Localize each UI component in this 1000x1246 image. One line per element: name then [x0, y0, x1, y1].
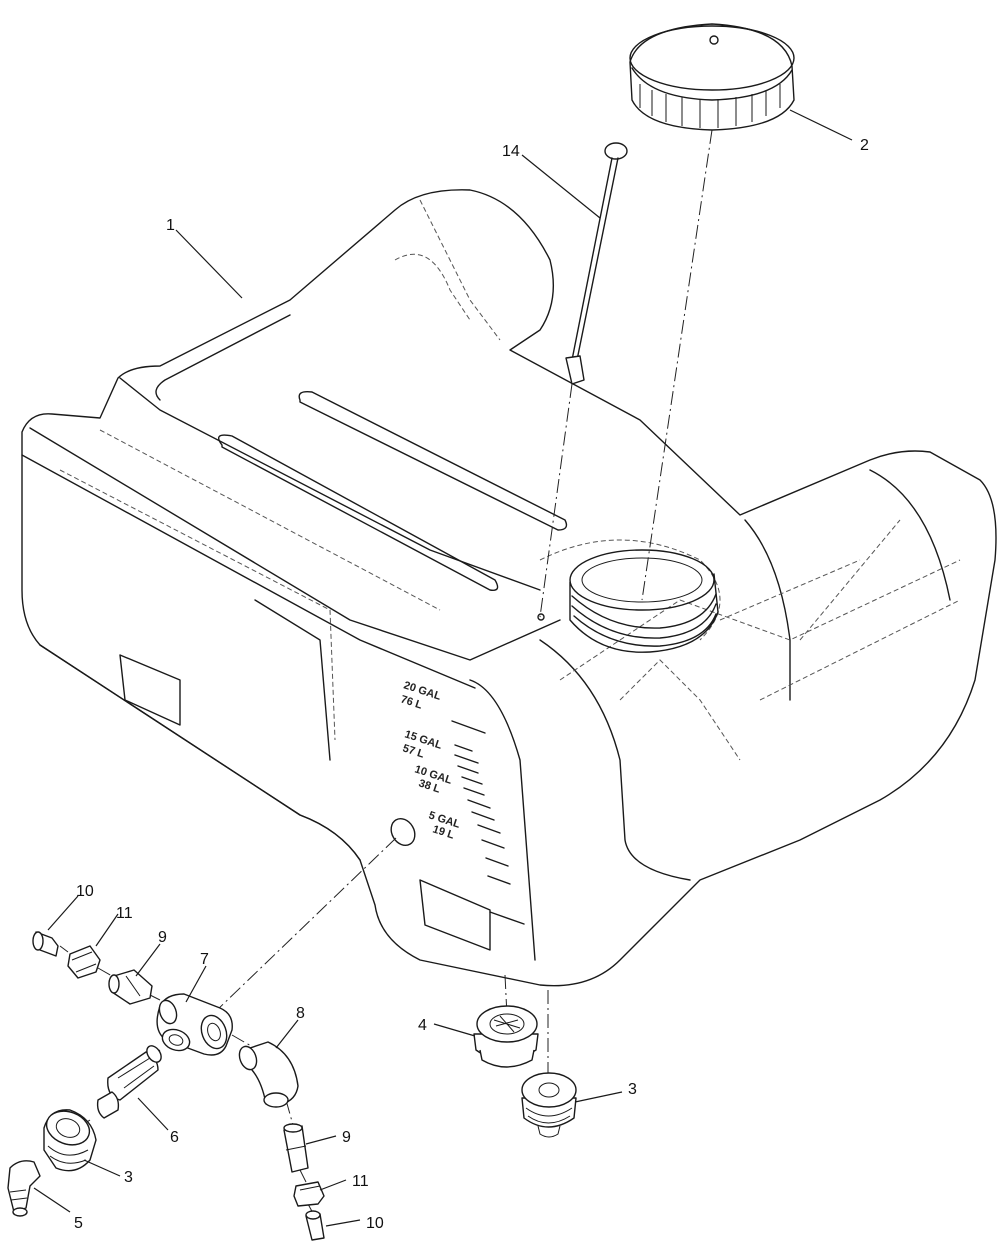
- callout-9-right: 9: [342, 1129, 351, 1146]
- hose-barb-right: [305, 1210, 325, 1241]
- grommet-part-4: [473, 1005, 539, 1068]
- callout-5: 5: [74, 1215, 83, 1232]
- callout-3-left: 3: [124, 1169, 133, 1186]
- nut-right: [293, 1181, 325, 1207]
- callout-6: 6: [170, 1129, 179, 1146]
- level-scale: 20 GAL 76 L 15 GAL 57 L 10 GAL 38 L 5 GA…: [399, 679, 525, 925]
- callout-10-right: 10: [366, 1215, 384, 1232]
- valve-part-6: [96, 1045, 162, 1119]
- callout-7: 7: [200, 951, 209, 968]
- assembly-center-lines: [57, 129, 713, 1216]
- adapter-right: [283, 1123, 309, 1173]
- callout-8: 8: [296, 1005, 305, 1022]
- dipstick: [565, 142, 628, 385]
- callout-11-left: 11: [116, 905, 133, 922]
- callout-3-right: 3: [628, 1081, 637, 1098]
- bulkhead-fitting-left: [43, 1109, 97, 1172]
- callout-1: 1: [166, 217, 175, 234]
- hose-barb-elbow: [7, 1160, 41, 1217]
- bulkhead-fitting-right: [521, 1072, 577, 1138]
- callout-labels: 1 2 14 4 3 7 8 6 3 5 9 11 10 9 11 10: [74, 137, 869, 1232]
- nut-left: [67, 945, 101, 979]
- callout-14: 14: [502, 143, 520, 160]
- callout-11-right: 11: [352, 1173, 369, 1190]
- elbow-fitting: [238, 1041, 299, 1108]
- tank-cap: [629, 23, 795, 131]
- callout-9-left: 9: [158, 929, 167, 946]
- callout-2: 2: [860, 137, 869, 154]
- tee-fitting: [156, 993, 233, 1056]
- adapter-left: [108, 969, 153, 1005]
- callout-10-left: 10: [76, 883, 94, 900]
- callout-4: 4: [418, 1017, 427, 1034]
- tank: [21, 189, 997, 987]
- leader-lines: [33, 109, 853, 1227]
- hose-barb-left: [32, 931, 59, 957]
